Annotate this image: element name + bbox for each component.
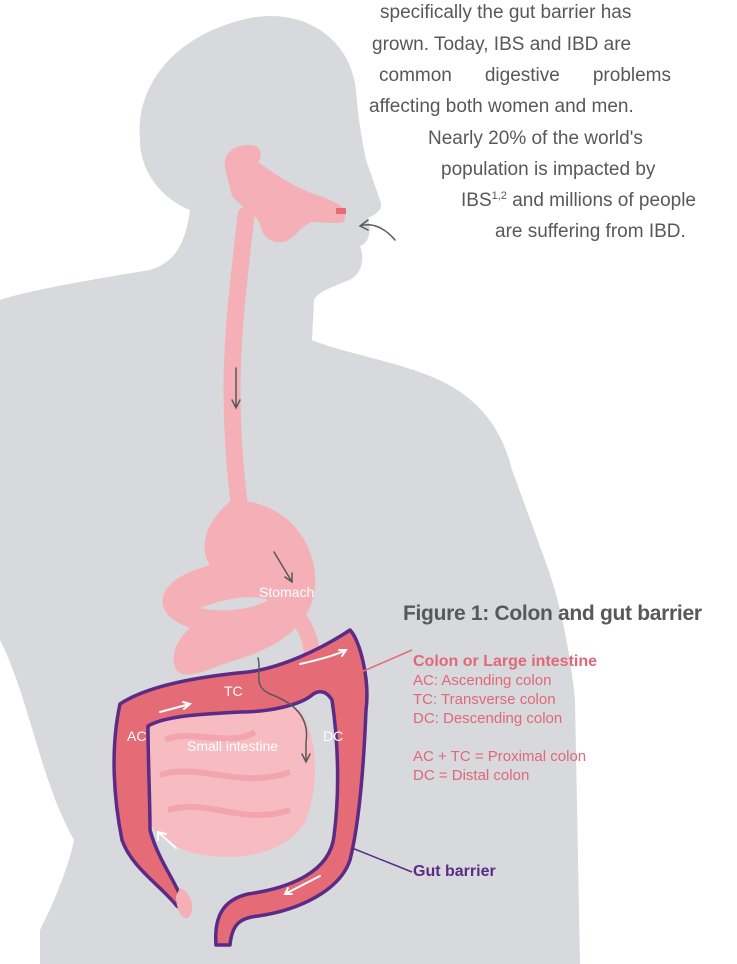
ac-label: AC [127, 728, 146, 744]
body-line: are suffering from IBD. [495, 217, 686, 248]
small-intestine-label: Small intestine [187, 738, 278, 754]
legend-item-distal: DC = Distal colon [413, 766, 597, 785]
body-line: Nearly 20% of the world's [428, 124, 643, 155]
tc-label: TC [224, 683, 243, 699]
legend-item-ac: AC: Ascending colon [413, 671, 597, 690]
body-line: affecting both women and men. [369, 92, 634, 123]
lip-marker [336, 208, 346, 214]
small-intestine [143, 703, 316, 857]
body-line: specifically the gut barrier has [380, 0, 631, 29]
body-line: grown. Today, IBS and IBD are [372, 30, 631, 61]
stomach-label: Stomach [259, 584, 314, 600]
dc-label: DC [323, 728, 343, 744]
colon-legend: Colon or Large intestine AC: Ascending c… [413, 652, 597, 785]
figure-title: Figure 1: Colon and gut barrier [403, 602, 702, 626]
colon-legend-heading: Colon or Large intestine [413, 652, 597, 671]
legend-item-tc: TC: Transverse colon [413, 690, 597, 709]
body-line: population is impacted by [441, 155, 655, 186]
body-line: IBS1,2 and millions of people [461, 186, 696, 219]
legend-item-proximal: AC + TC = Proximal colon [413, 747, 597, 766]
body-line: commondigestiveproblems [379, 61, 671, 92]
legend-item-dc: DC: Descending colon [413, 709, 597, 728]
gut-barrier-label: Gut barrier [413, 863, 496, 881]
